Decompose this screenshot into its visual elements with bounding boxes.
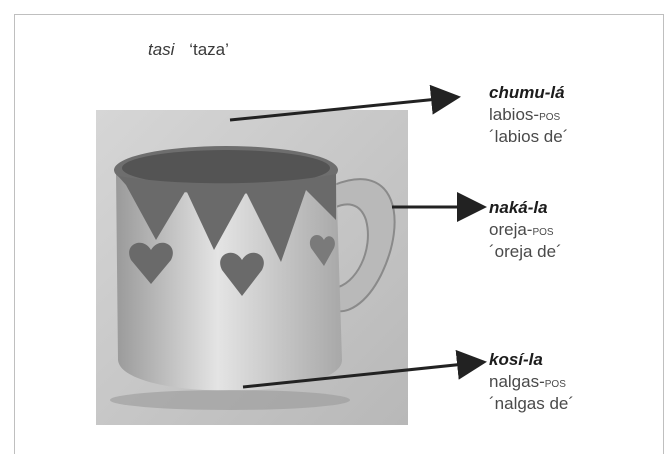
mug-photo xyxy=(96,110,408,425)
title-word: tasi xyxy=(148,40,174,59)
label-buttocks: kosí-la nalgas-pos ´nalgas de´ xyxy=(489,349,574,415)
label-ear-gloss: oreja-pos xyxy=(489,219,562,241)
label-ear-translation: ´oreja de´ xyxy=(489,241,562,263)
label-lips: chumu-lá labios-pos ´labios de´ xyxy=(489,82,568,148)
label-buttocks-translation: ´nalgas de´ xyxy=(489,393,574,415)
gloss-title: tasi ‘taza’ xyxy=(148,40,229,60)
label-buttocks-gloss: nalgas-pos xyxy=(489,371,574,393)
label-buttocks-head: kosí-la xyxy=(489,349,574,371)
title-gloss: ‘taza’ xyxy=(189,40,229,59)
label-ear: naká-la oreja-pos ´oreja de´ xyxy=(489,197,562,263)
label-ear-head: naká-la xyxy=(489,197,562,219)
label-lips-head: chumu-lá xyxy=(489,82,568,104)
label-lips-gloss: labios-pos xyxy=(489,104,568,126)
label-lips-translation: ´labios de´ xyxy=(489,126,568,148)
